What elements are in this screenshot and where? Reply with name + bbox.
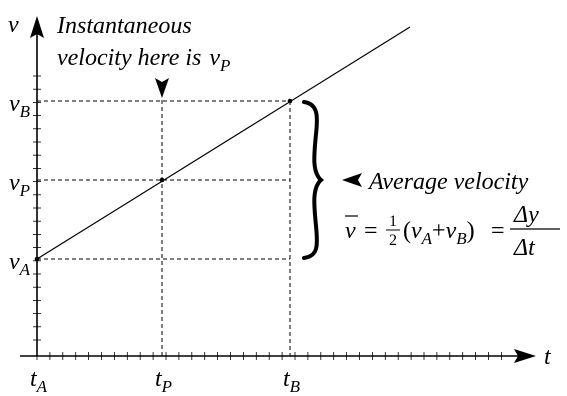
formula-equals-2: =: [491, 218, 505, 244]
y-axis-arrowhead: [30, 16, 44, 38]
average-arrowhead: [342, 173, 362, 187]
x-tick-label-tb: tB: [283, 366, 301, 396]
point-a: [34, 256, 40, 262]
formula-vbar: v: [345, 218, 356, 244]
y-axis-minor-ticks: [33, 75, 41, 341]
average-velocity-formula: v = 1 2 (vA+vB) = Δy Δt: [345, 202, 560, 261]
curly-brace: [302, 100, 325, 260]
y-tick-label-vb: vB: [9, 91, 31, 121]
average-velocity-label: Average velocity: [367, 169, 529, 195]
formula-delta-t: Δt: [513, 235, 536, 261]
formula-delta-y: Δy: [513, 202, 539, 228]
point-p: [159, 177, 165, 183]
x-tick-label-ta: tA: [30, 366, 48, 396]
x-axis-arrowhead: [514, 349, 536, 363]
y-axis-label: v: [8, 12, 19, 38]
formula-parenthetical: (vA+vB): [403, 218, 475, 248]
point-b: [287, 98, 293, 104]
formula-equals-1: =: [364, 218, 378, 244]
x-axis-label: t: [544, 344, 552, 370]
instantaneous-label-line1: Instantaneous: [56, 13, 192, 39]
instantaneous-arrowhead: [155, 78, 169, 98]
velocity-line: [36, 26, 411, 260]
x-axis-minor-ticks: [36, 352, 502, 360]
x-tick-label-tp: tP: [155, 366, 172, 396]
formula-half-denominator: 2: [389, 232, 397, 249]
y-tick-label-vp: vP: [9, 170, 30, 200]
formula-half-numerator: 1: [389, 213, 397, 230]
y-tick-label-va: vA: [9, 249, 31, 279]
